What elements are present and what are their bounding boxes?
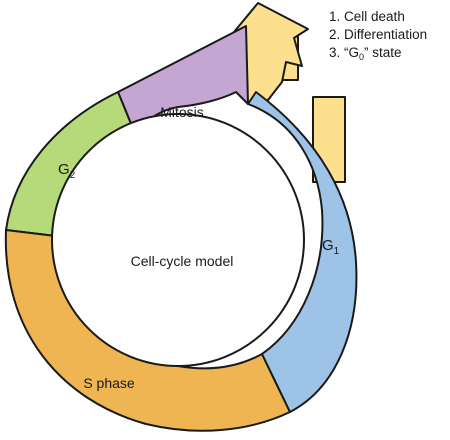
outcome-item: 3. “G0” state [329, 45, 402, 62]
g1-label: G1 [322, 237, 340, 257]
outcomes-list: 1. Cell death 2. Differentiation 3. “G0”… [329, 8, 427, 62]
inner-circle [51, 113, 305, 367]
s-phase-label: S phase [83, 375, 135, 391]
g1-segment [247, 91, 358, 413]
outcome-item: 2. Differentiation [329, 27, 428, 42]
center-label: Cell-cycle model [131, 253, 234, 269]
g2-label: G2 [58, 161, 76, 181]
mitosis-label: Mitosis [160, 104, 204, 120]
outcome-item: 1. Cell death [329, 9, 405, 24]
